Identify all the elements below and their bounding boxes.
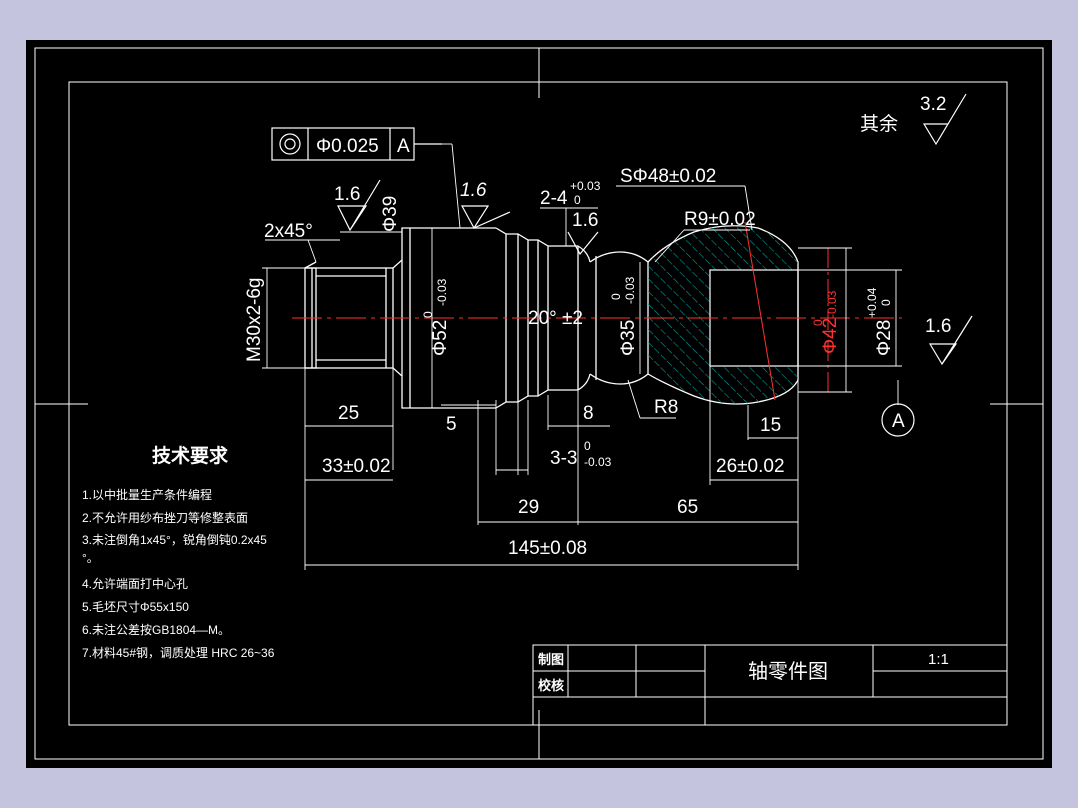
roughness-value: 1.6 bbox=[460, 180, 487, 201]
requirement-item: 6.未注公差按GB1804—M。 bbox=[82, 622, 230, 637]
requirement-item: 2.不允许用纱布挫刀等修整表面 bbox=[82, 510, 248, 525]
dim-groove: 2-4 bbox=[540, 188, 568, 209]
dim-d28-upper: +0.04 bbox=[865, 287, 879, 318]
dim-groove-lower: 0 bbox=[574, 193, 581, 207]
tolerance-frame bbox=[271, 127, 442, 161]
dim-25: 25 bbox=[338, 403, 359, 424]
dim-26: 26±0.02 bbox=[716, 456, 785, 477]
roughness-general-value: 3.2 bbox=[920, 94, 946, 115]
tolerance-value: Φ0.025 bbox=[316, 136, 379, 157]
concentricity-icon bbox=[279, 133, 301, 155]
roughness-icon bbox=[928, 315, 973, 366]
dim-d35-upper: 0 bbox=[609, 293, 623, 300]
dim-groove-upper: +0.03 bbox=[570, 179, 601, 193]
center-lines bbox=[292, 221, 902, 401]
title-block bbox=[532, 644, 1008, 726]
dim-3x3-upper: 0 bbox=[584, 439, 591, 453]
title-block-drawn: 制图 bbox=[538, 652, 564, 667]
dim-d52: Φ52 bbox=[430, 320, 451, 356]
roughness-icon bbox=[567, 231, 599, 256]
roughness-icon bbox=[922, 93, 967, 146]
dim-angle: 20° bbox=[528, 308, 557, 329]
dim-d42: Φ42 bbox=[820, 318, 841, 354]
dim-5: 5 bbox=[446, 414, 457, 435]
dim-3x3: 3-3 bbox=[550, 448, 577, 469]
dim-d35: Φ35 bbox=[618, 320, 639, 356]
dim-d52-upper: 0 bbox=[421, 311, 435, 318]
tolerance-datum: A bbox=[397, 136, 410, 157]
dim-15: 15 bbox=[760, 415, 781, 436]
datum-a-label: A bbox=[892, 411, 905, 432]
dim-d28-lower: 0 bbox=[879, 299, 893, 306]
title-block-checked: 校核 bbox=[538, 678, 564, 693]
roughness-value: 1.6 bbox=[925, 316, 951, 337]
roughness-general-label: 其余 bbox=[860, 113, 898, 135]
dim-d52-lower: -0.03 bbox=[435, 278, 449, 306]
requirement-item: 7.材料45#钢，调质处理 HRC 26~36 bbox=[82, 646, 275, 660]
dim-29: 29 bbox=[518, 497, 539, 518]
requirement-item: 1.以中批量生产条件编程 bbox=[82, 487, 212, 502]
dim-r9: R9±0.02 bbox=[684, 209, 756, 230]
requirement-item: 3.未注倒角1x45°，锐角倒钝0.2x45 bbox=[82, 532, 267, 547]
dim-r8: R8 bbox=[654, 397, 678, 418]
dim-65: 65 bbox=[677, 497, 698, 518]
roughness-value: 1.6 bbox=[334, 184, 360, 205]
dim-145: 145±0.08 bbox=[508, 538, 587, 559]
roughness-icon bbox=[460, 205, 511, 230]
datum-a-icon bbox=[881, 403, 915, 437]
roughness-symbols bbox=[337, 93, 973, 366]
dim-d28: Φ28 bbox=[874, 320, 895, 356]
dim-3x3-lower: -0.03 bbox=[584, 455, 612, 469]
cad-canvas bbox=[26, 40, 1052, 768]
dim-chamfer: 2x45° bbox=[264, 221, 313, 242]
dim-d42-lower: -0.03 bbox=[825, 290, 839, 318]
requirements-title: 技术要求 bbox=[152, 444, 229, 467]
roughness-value: 1.6 bbox=[572, 210, 598, 231]
roughness-icon bbox=[337, 179, 381, 232]
title-block-scale: 1:1 bbox=[928, 651, 949, 668]
requirement-item: 4.允许端面打中心孔 bbox=[82, 576, 188, 591]
dim-thread: M30x2-6g bbox=[244, 278, 265, 363]
dim-33: 33±0.02 bbox=[322, 456, 391, 477]
dim-angle-tol: ±2 bbox=[562, 308, 583, 329]
requirement-item: °。 bbox=[82, 551, 99, 565]
requirement-item: 5.毛坯尺寸Φ55x150 bbox=[82, 600, 189, 614]
dim-d42-upper: 0 bbox=[811, 319, 825, 326]
dim-d35-lower: -0.03 bbox=[623, 276, 637, 304]
dim-d39: Φ39 bbox=[380, 196, 401, 232]
dim-sphere: SΦ48±0.02 bbox=[620, 166, 716, 187]
title-block-title: 轴零件图 bbox=[748, 660, 828, 683]
dim-8: 8 bbox=[583, 403, 594, 424]
dimension-lines bbox=[262, 143, 902, 570]
